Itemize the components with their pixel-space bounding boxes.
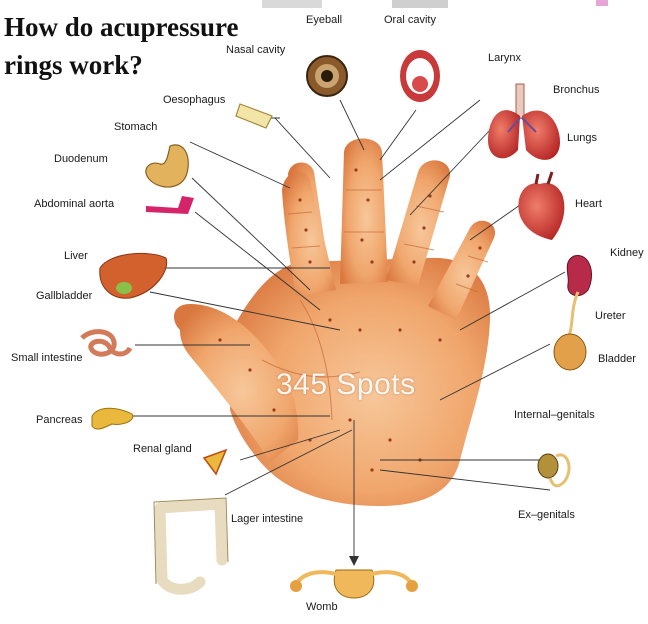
label-eyeball: Eyeball	[306, 14, 342, 27]
label-lungs: Lungs	[567, 132, 597, 145]
label-nasal-cavity: Nasal cavity	[226, 44, 285, 57]
liver-organ	[100, 253, 167, 298]
label-gallbladder: Gallbladder	[36, 290, 92, 303]
label-small-intestine: Small intestine	[11, 352, 83, 365]
page-title: How do acupressure rings work?	[4, 8, 239, 84]
oral-cavity-organ	[400, 50, 440, 102]
stomach-organ	[146, 145, 188, 187]
kidney-organ	[554, 256, 592, 370]
title-line-2: rings work?	[4, 50, 143, 80]
label-oesophagus: Oesophagus	[163, 94, 225, 107]
abdominal-aorta-organ	[146, 196, 194, 214]
label-ex-genitals: Ex–genitals	[518, 509, 575, 522]
label-duodenum: Duodenum	[54, 153, 108, 166]
spots-watermark: 345 Spots	[276, 368, 416, 402]
title-line-1: How do acupressure	[4, 12, 239, 42]
label-renal-gland: Renal gland	[133, 443, 192, 456]
cropped-thumbnail	[392, 0, 448, 8]
cropped-thumbnail	[262, 0, 322, 8]
lungs-organ	[488, 84, 560, 160]
womb-organ	[290, 570, 418, 598]
oesophagus-organ	[236, 104, 272, 128]
pancreas-organ	[92, 408, 133, 429]
label-kidney: Kidney	[610, 247, 644, 260]
ex-genitals-organ	[538, 454, 569, 486]
large-intestine-organ	[160, 504, 222, 589]
heart-organ	[518, 172, 564, 240]
label-bronchus: Bronchus	[553, 84, 599, 97]
label-oral-cavity: Oral cavity	[384, 14, 436, 27]
label-womb: Womb	[306, 601, 338, 614]
label-lager-intestine: Lager intestine	[231, 513, 303, 526]
label-larynx: Larynx	[488, 52, 521, 65]
label-stomach: Stomach	[114, 121, 157, 134]
label-internal-genitals: Internal–genitals	[514, 409, 595, 422]
label-bladder: Bladder	[598, 353, 636, 366]
renal-gland-organ	[204, 450, 226, 474]
label-liver: Liver	[64, 250, 88, 263]
label-pancreas: Pancreas	[36, 414, 82, 427]
label-abdominal-aorta: Abdominal aorta	[34, 198, 114, 211]
label-heart: Heart	[575, 198, 602, 211]
eyeball-organ	[307, 56, 347, 96]
womb-arrow-head	[349, 556, 359, 566]
label-ureter: Ureter	[595, 310, 626, 323]
middle-finger	[340, 139, 388, 285]
small-intestine-organ	[82, 332, 130, 355]
cropped-thumbnail	[596, 0, 608, 6]
